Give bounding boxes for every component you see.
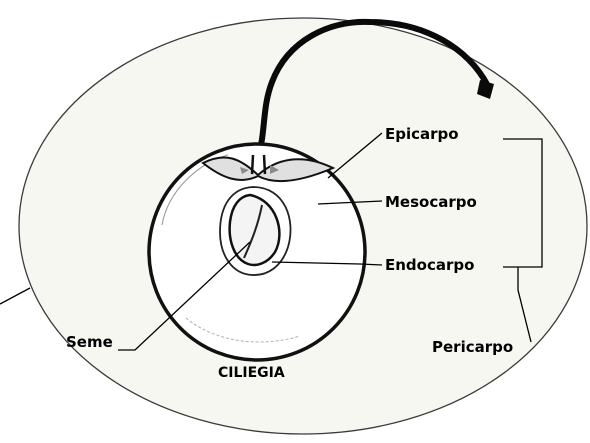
label-mesocarpo: Mesocarpo — [385, 193, 477, 211]
label-endocarpo: Endocarpo — [385, 256, 474, 274]
oval-edge-leader — [0, 288, 30, 304]
label-pericarpo: Pericarpo — [432, 338, 513, 356]
label-seme: Seme — [66, 333, 113, 351]
diagram-title: CILIEGIA — [218, 365, 285, 381]
label-epicarpo: Epicarpo — [385, 125, 459, 143]
